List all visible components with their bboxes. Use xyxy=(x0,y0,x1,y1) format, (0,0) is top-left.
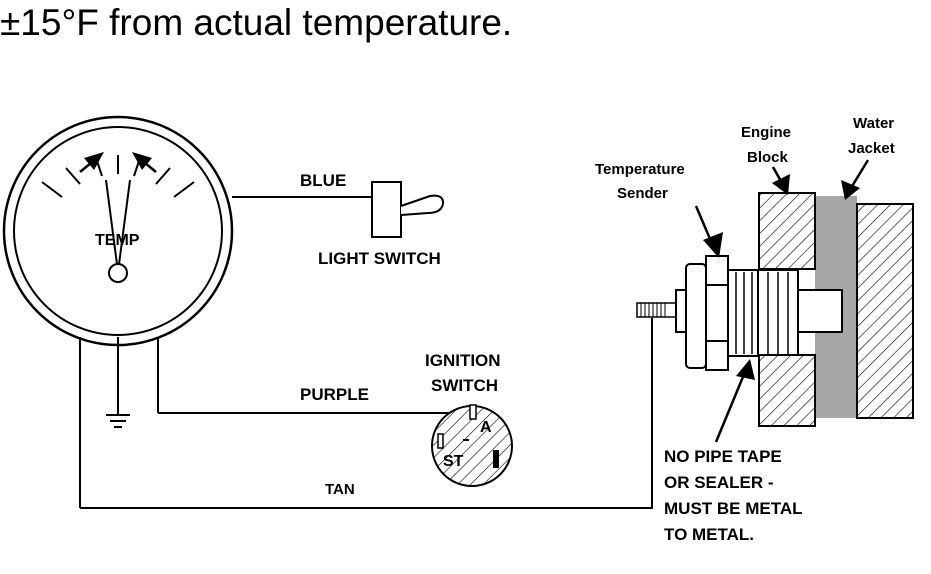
arrow-icon xyxy=(841,180,860,200)
arrow-icon xyxy=(132,152,152,170)
purple-wire-label: PURPLE xyxy=(300,385,369,404)
arrow-icon xyxy=(703,232,723,258)
temp-gauge xyxy=(2,115,234,347)
gauge-label: TEMP xyxy=(95,232,140,249)
sender-label-1: Temperature xyxy=(595,161,685,178)
note-line-2: OR SEALER - xyxy=(664,473,774,492)
arrow-icon xyxy=(772,174,790,195)
gauge-tick xyxy=(65,167,81,185)
blue-wire-label: BLUE xyxy=(300,171,346,190)
gauge-tick xyxy=(173,181,195,198)
gauge-pivot xyxy=(108,263,128,283)
engine-block-label-2: Block xyxy=(747,149,789,166)
light-switch-label: LIGHT SWITCH xyxy=(318,249,441,268)
note-line-1: NO PIPE TAPE xyxy=(664,447,782,466)
note-line-4: TO METAL. xyxy=(664,525,754,544)
tan-wire xyxy=(80,318,653,509)
water-jacket-pointer-arrow xyxy=(841,159,870,200)
temperature-sender xyxy=(636,255,843,371)
ignition-switch-label-2: SWITCH xyxy=(431,376,498,395)
note-line-3: MUST BE METAL xyxy=(664,499,803,518)
gauge-tick xyxy=(41,181,63,198)
water-jacket-label-2: Jacket xyxy=(848,140,895,157)
ignition-pin-a: A xyxy=(480,419,492,436)
ground-icon xyxy=(106,414,130,428)
tan-wire-label: TAN xyxy=(325,481,355,498)
water-jacket-label-1: Water xyxy=(853,115,894,132)
gauge-needle xyxy=(105,179,119,273)
header-text: ±15°F from actual temperature. xyxy=(0,2,513,43)
note-pointer-arrow xyxy=(714,359,755,443)
light-switch xyxy=(371,181,445,238)
ignition-pin-st: ST xyxy=(443,453,464,470)
gauge-tick xyxy=(155,167,171,185)
sender-pointer-arrow xyxy=(694,205,723,258)
engine-block-label-1: Engine xyxy=(741,124,791,141)
engine-block xyxy=(758,192,816,427)
engine-block-pointer-arrow xyxy=(771,166,790,195)
ignition-switch-label-1: IGNITION xyxy=(425,351,501,370)
arrow-icon xyxy=(84,152,104,170)
arrow-icon xyxy=(736,359,755,380)
water-jacket-wall xyxy=(856,203,914,419)
sender-label-2: Sender xyxy=(617,185,668,202)
gauge-needle xyxy=(117,179,131,273)
ignition-switch xyxy=(431,404,513,487)
